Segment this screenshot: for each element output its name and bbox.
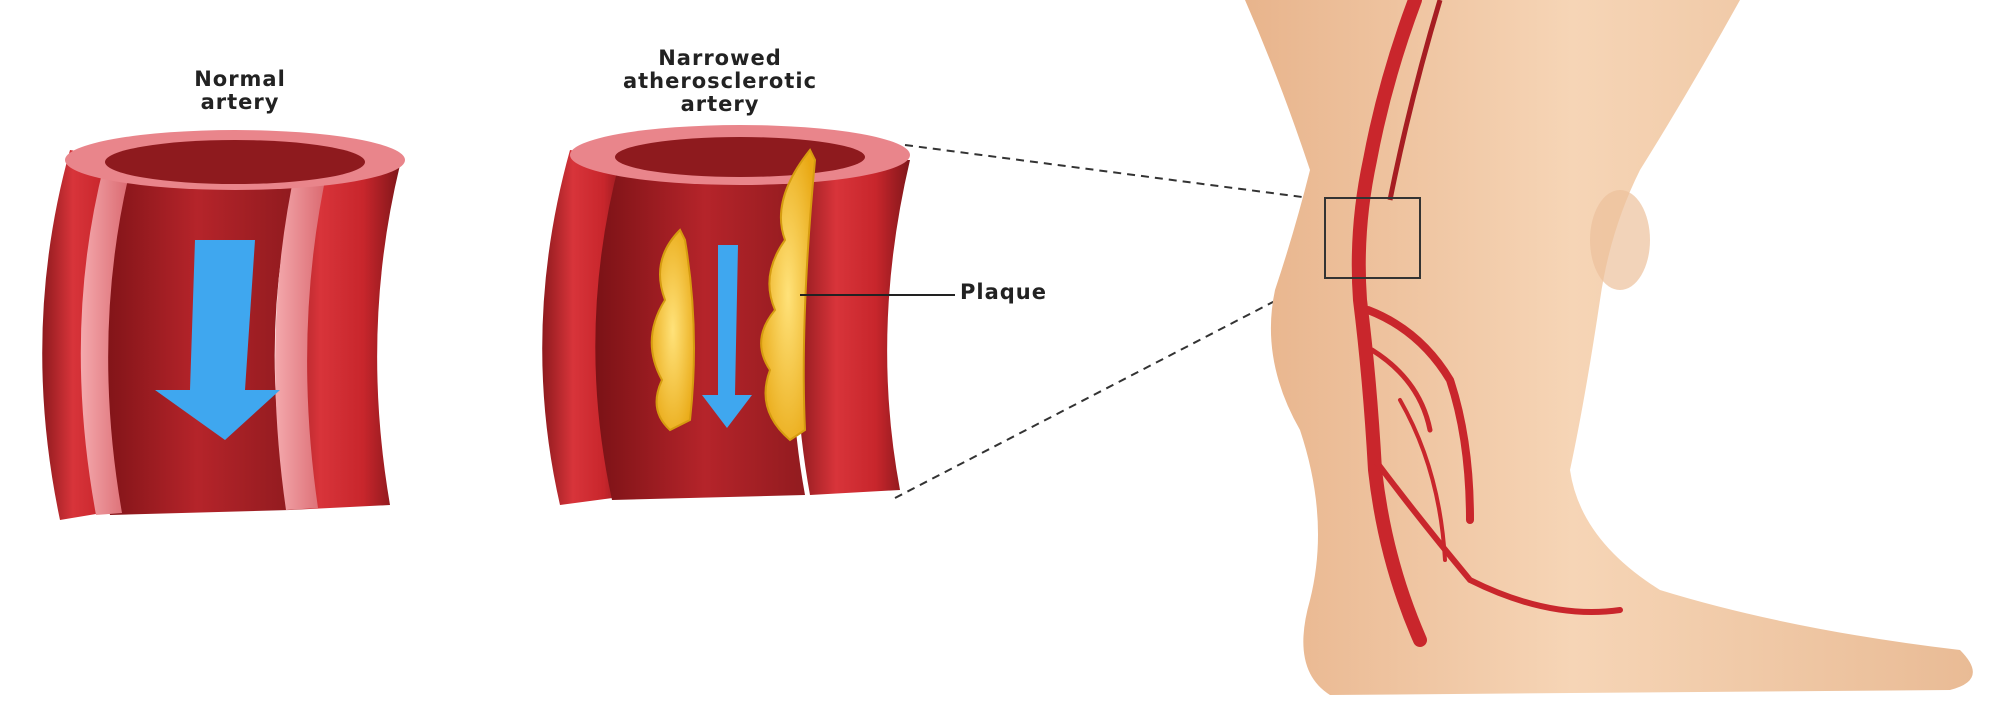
leg-illustration: [1245, 0, 1973, 695]
normal-artery-illustration: [42, 130, 405, 520]
narrowed-artery-label-line3: artery: [540, 93, 900, 116]
normal-artery-label: Normal artery: [120, 68, 360, 114]
narrowed-artery-illustration: [542, 125, 955, 505]
plaque-label: Plaque: [960, 281, 1160, 304]
narrowed-artery-label: Narrowed atherosclerotic artery: [540, 47, 900, 116]
narrowed-artery-label-line2: atherosclerotic: [540, 70, 900, 93]
normal-artery-label-line2: artery: [120, 91, 360, 114]
narrowed-artery-label-line1: Narrowed: [540, 47, 900, 70]
normal-artery-label-line1: Normal: [120, 68, 360, 91]
